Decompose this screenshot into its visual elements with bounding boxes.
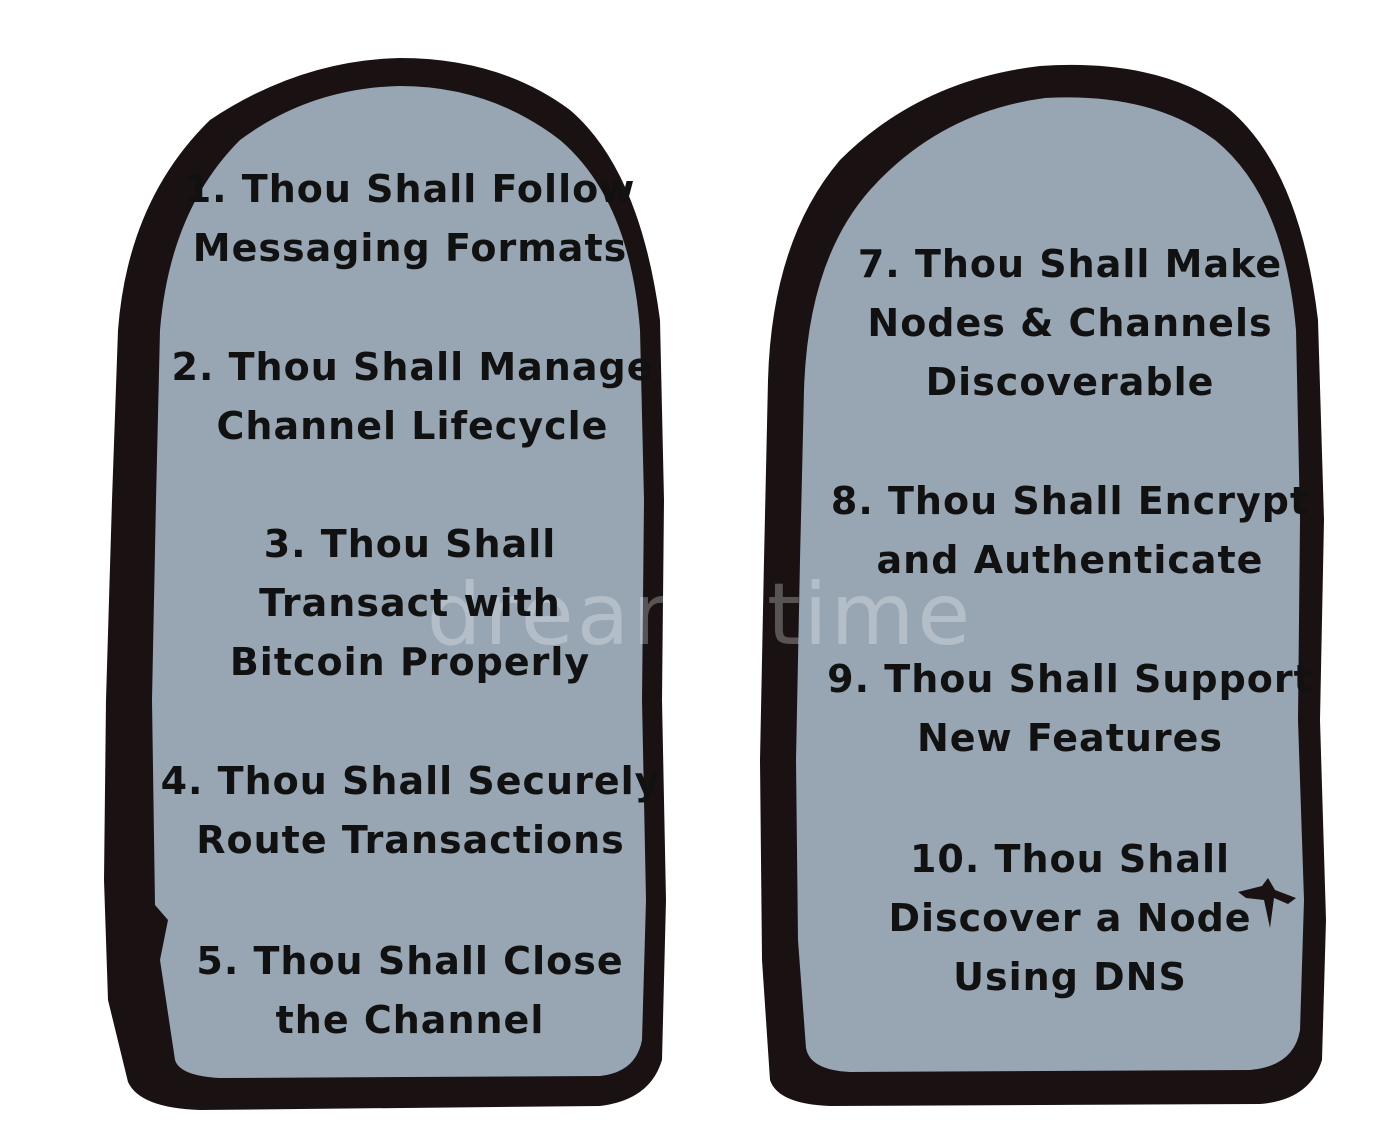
- commandment-line: Route Transactions: [196, 818, 625, 862]
- commandment-line: Discoverable: [925, 360, 1215, 404]
- commandment-line: 3. Thou Shall: [263, 522, 557, 566]
- commandment-line: 7. Thou Shall Make: [857, 242, 1283, 286]
- commandment-3: 3. Thou Shall Transact with Bitcoin Prop…: [195, 515, 625, 692]
- crack-mark: [1238, 878, 1296, 928]
- commandment-line: Discover a Node: [888, 896, 1252, 940]
- commandment-line: 2. Thou Shall Manage: [171, 345, 654, 389]
- commandment-line: Nodes & Channels: [867, 301, 1273, 345]
- commandment-8: 8. Thou Shall Encrypt and Authenticate: [830, 472, 1310, 590]
- commandment-line: Using DNS: [953, 955, 1187, 999]
- commandment-line: 9. Thou Shall Support: [827, 657, 1313, 701]
- left-tablet-face: [152, 86, 646, 1078]
- commandment-2: 2. Thou Shall Manage Channel Lifecycle: [172, 338, 653, 456]
- commandment-line: 8. Thou Shall Encrypt: [830, 479, 1310, 523]
- commandment-4: 4. Thou Shall Securely Route Transaction…: [161, 752, 660, 870]
- commandment-line: Transact with: [259, 581, 561, 625]
- commandment-line: and Authenticate: [876, 538, 1264, 582]
- commandment-line: Channel Lifecycle: [216, 404, 609, 448]
- commandment-line: 5. Thou Shall Close: [196, 939, 624, 983]
- commandment-9: 9. Thou Shall Support New Features: [827, 650, 1312, 768]
- commandment-1: 1. Thou Shall Follow Messaging Formats: [185, 160, 635, 278]
- commandment-line: 1. Thou Shall Follow: [184, 167, 636, 211]
- commandment-line: New Features: [916, 716, 1224, 760]
- right-tablet-face: [796, 97, 1304, 1073]
- commandment-line: the Channel: [275, 998, 545, 1042]
- commandment-line: 10. Thou Shall: [909, 837, 1231, 881]
- commandment-7: 7. Thou Shall Make Nodes & Channels Disc…: [845, 235, 1295, 412]
- commandment-10: 10. Thou Shall Discover a Node Using DNS: [855, 830, 1285, 1007]
- commandment-5: 5. Thou Shall Close the Channel: [195, 932, 625, 1050]
- commandment-line: Bitcoin Properly: [229, 640, 591, 684]
- commandment-line: Messaging Formats: [192, 226, 628, 270]
- commandment-line: 4. Thou Shall Securely: [160, 759, 661, 803]
